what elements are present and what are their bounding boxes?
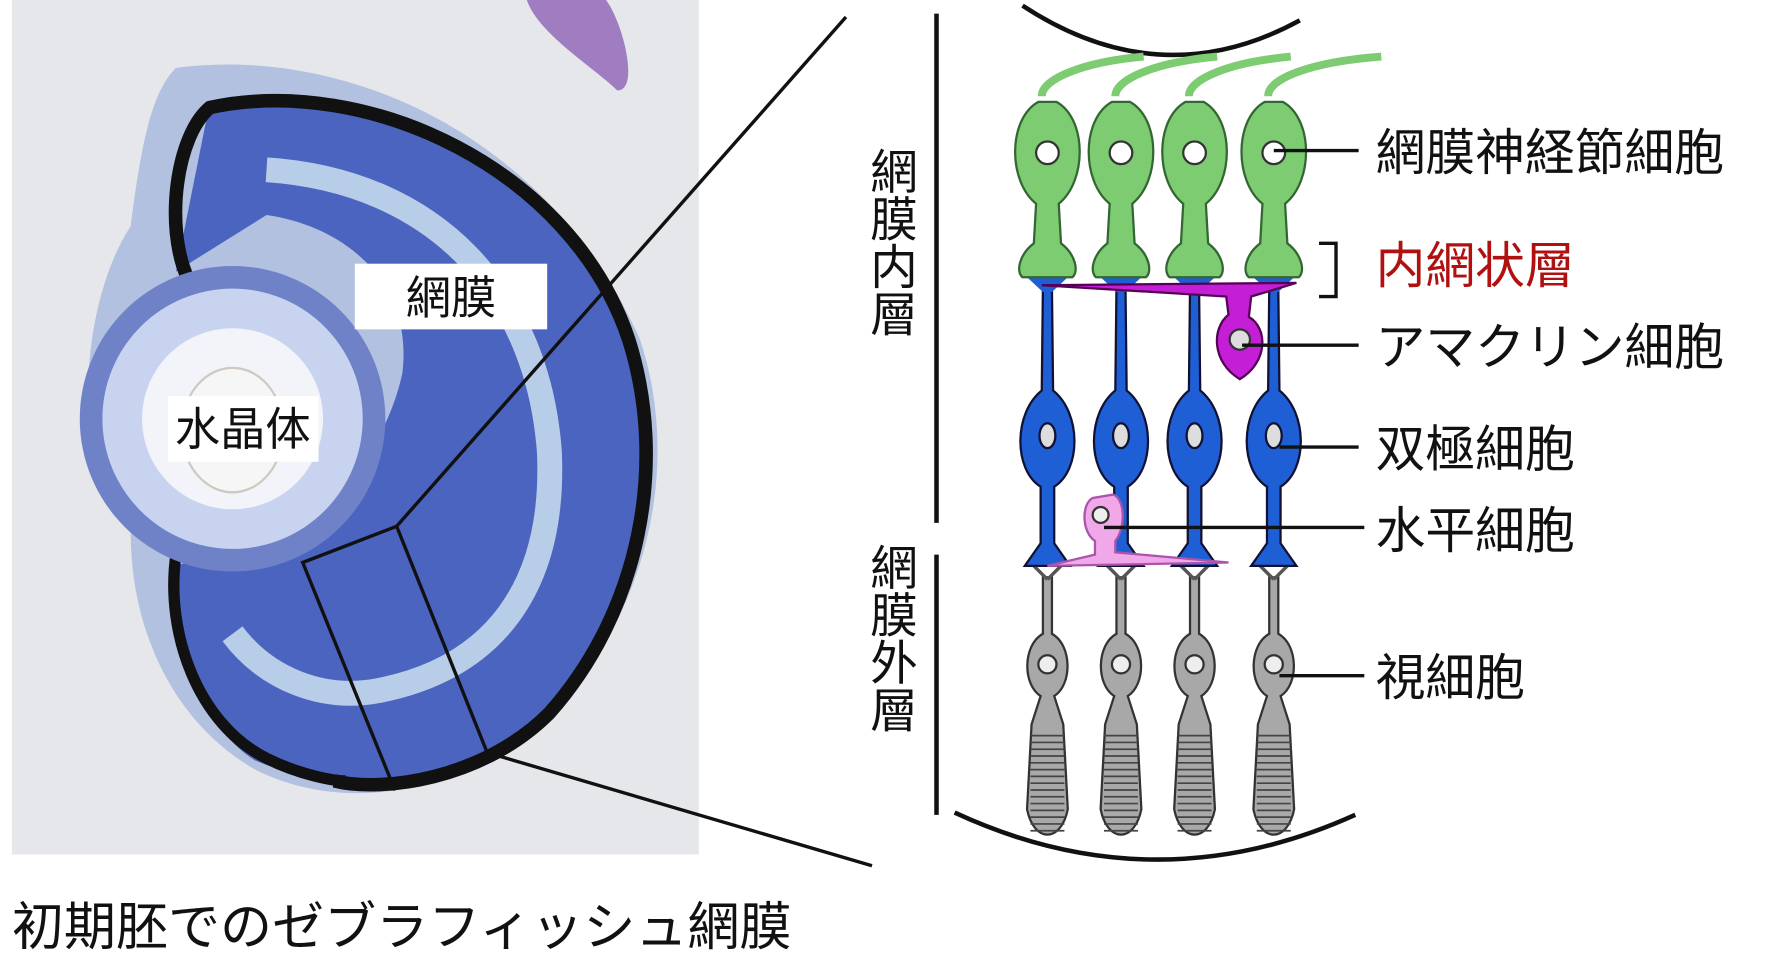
retina-label: 網膜 — [406, 271, 497, 324]
ipl-label: 内網状層 — [1376, 237, 1575, 295]
ganglion-label: 網膜神経節細胞 — [1376, 124, 1724, 182]
inner-layer-label: 網膜内層 — [861, 147, 916, 337]
photoreceptor-terminal — [1032, 564, 1063, 581]
photoreceptor-nucleus — [1037, 654, 1058, 675]
retina-label-bg — [354, 263, 548, 330]
cells — [1014, 52, 1382, 836]
photoreceptor-terminal — [1106, 564, 1136, 581]
photoreceptor-terminal — [1179, 564, 1210, 581]
photoreceptor-nucleus — [1263, 654, 1284, 675]
ganglion-cell — [1014, 100, 1081, 279]
bipolar-nucleus — [1185, 422, 1204, 450]
zoom-indicator — [300, 15, 873, 868]
ganglion-cell — [1240, 100, 1308, 279]
ganglion-cell — [1161, 100, 1228, 279]
ganglion-axon — [1037, 52, 1144, 97]
bipolar-label: 双極細胞 — [1376, 420, 1575, 478]
caption: 初期胚でのゼブラフィッシュ網膜 — [12, 898, 792, 958]
bipolar-nucleus — [1038, 422, 1057, 450]
bipolar-nucleus — [1264, 422, 1283, 450]
photoreceptor-nucleus — [1110, 654, 1132, 675]
amacrine-cell — [1041, 281, 1297, 381]
histology-photo — [11, 0, 699, 855]
horizontal-label: 水平細胞 — [1376, 502, 1575, 560]
photoreceptor-nucleus — [1184, 654, 1205, 675]
lens-label-bg — [168, 396, 319, 462]
ganglion-nucleus — [1108, 140, 1134, 166]
top-arc — [1021, 3, 1301, 58]
photoreceptor-terminal — [1258, 564, 1289, 581]
ganglion-axon — [1264, 52, 1382, 97]
ganglion-axon — [1111, 52, 1218, 97]
photoreceptor-label: 視細胞 — [1376, 649, 1525, 707]
ganglion-nucleus — [1034, 140, 1060, 166]
bipolar-nucleus — [1111, 422, 1131, 450]
bottom-arc — [953, 810, 1357, 862]
ganglion-axon — [1184, 52, 1292, 97]
amacrine-label: アマクリン細胞 — [1376, 318, 1724, 376]
ipl-bracket — [1319, 241, 1338, 299]
ganglion-cell — [1087, 100, 1155, 279]
ganglion-nucleus — [1261, 140, 1287, 166]
outer-layer-label: 網膜外層 — [861, 543, 916, 733]
horizontal-nucleus — [1091, 505, 1110, 525]
leader-lines — [1104, 148, 1365, 678]
ganglion-nucleus — [1182, 140, 1207, 166]
lens-label: 水晶体 — [175, 403, 311, 456]
